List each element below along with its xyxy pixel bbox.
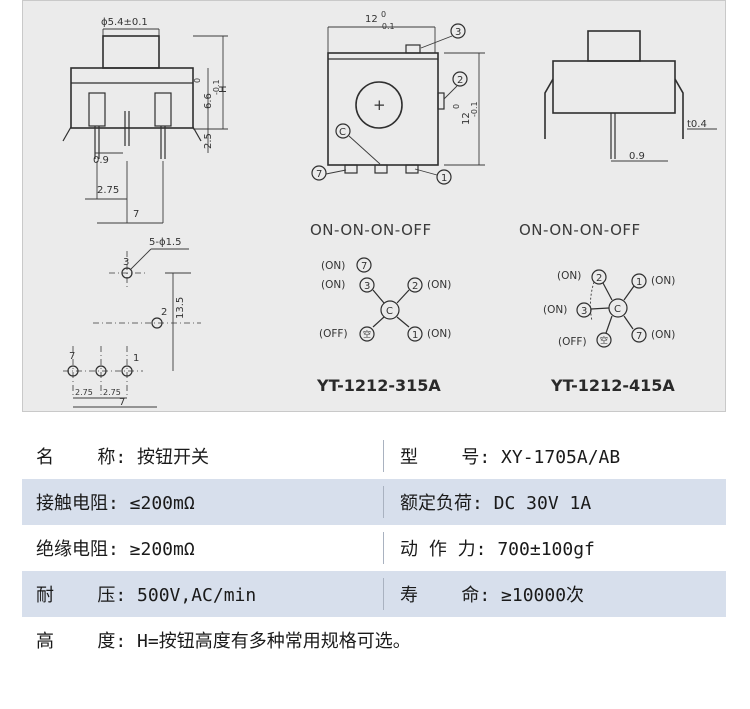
center-plus: + [373,96,386,114]
dim-25: 2.5 [203,133,214,149]
spec-row-2: 接触电阻: ≤200mΩ 额定负荷: DC 30V 1A [22,479,726,525]
top-view: 12 0 -0.1 + 3 2 C 7 1 12 [311,10,485,185]
dim-66-tol-bot: -0.1 [212,79,221,95]
label-a-off: (OFF) [319,328,348,340]
dim-275-b: 2.75 [103,388,121,397]
label-b-on1: (ON) [651,275,675,287]
node-a-2: 2 [412,281,418,292]
model-315a: YT-1212-315A [316,376,441,395]
dim-135: 13.5 [175,297,186,319]
label-a-on1: (ON) [427,328,451,340]
dim-12-side-tol-bot: -0.1 [470,101,479,117]
dim-12-side-tol-top: 0 [452,104,461,109]
row-divider [383,486,384,518]
spec-insulation-resistance: 绝缘电阻: ≥200mΩ [36,539,195,560]
dim-66: 6.6 [203,93,214,109]
mode-415a: ON-ON-ON-OFF [519,221,641,239]
spec-withstand-voltage: 耐 压: 500V,AC/min [36,585,257,606]
node-b-c: C [614,304,621,315]
label-a-on2: (ON) [427,279,451,291]
pin-label-1: 1 [133,353,139,364]
node-b-1: 1 [636,277,642,288]
spec-row-5: 高 度: H=按钮高度有多种常用规格可选。 [22,617,726,663]
hole-pattern: 5-ϕ1.5 3 2 13.5 7 1 2.75 2.75 7 [63,237,201,408]
side-view: t0.4 0.9 [544,30,717,162]
node-a-c: C [386,306,393,317]
row-divider [383,532,384,564]
dim-holes: 5-ϕ1.5 [149,237,181,248]
node-b-3: 3 [581,306,587,317]
dim-09-left: 0.9 [93,155,109,166]
dim-phi54: ϕ5.4±0.1 [101,17,148,28]
schematic-315a: ON-ON-ON-OFF (ON) 7 (ON) 3 2 (ON) C (OFF… [310,221,451,395]
mode-315a: ON-ON-ON-OFF [310,221,432,239]
label-b-on2: (ON) [557,270,581,282]
node-b-kong: 空 [600,335,608,345]
node-b-7: 7 [636,331,642,342]
spec-height: 高 度: H=按钮高度有多种常用规格可选。 [36,631,411,652]
spec-model: 型 号: XY-1705A/AB [400,447,621,468]
label-b-on7: (ON) [651,329,675,341]
pin-label-3: 3 [123,257,129,268]
node-b-2: 2 [596,273,602,284]
drawing-canvas: ϕ5.4±0.1 H 6.6 0 -0.1 2.5 0.9 [62,10,717,408]
node-a-3: 3 [364,281,370,292]
pin-label-2: 2 [161,307,167,318]
dim-12-side: 12 [461,112,472,125]
spec-row-1: 名 称: 按钮开关 型 号: XY-1705A/AB [22,433,726,479]
spec-life: 寿 命: ≥10000次 [400,585,585,606]
callout-3: 3 [455,27,461,38]
dim-275-a: 2.75 [75,388,93,397]
callout-7: 7 [316,169,322,180]
spec-name: 名 称: 按钮开关 [36,447,210,468]
dim-09-right: 0.9 [629,151,645,162]
dim-h: H [218,85,229,93]
spec-row-4: 耐 压: 500V,AC/min 寿 命: ≥10000次 [22,571,726,617]
callout-c: C [339,127,346,138]
label-a-on3: (ON) [321,279,345,291]
front-view: ϕ5.4±0.1 H 6.6 0 -0.1 2.5 0.9 [62,17,229,224]
dim-7-bottom: 7 [119,397,125,408]
dim-275-left: 2.75 [97,185,119,196]
spec-operating-force: 动 作 力: 700±100gf [400,539,595,560]
spec-rated-load: 额定负荷: DC 30V 1A [400,493,592,514]
dim-12-top: 12 [365,14,378,25]
spec-contact-resistance: 接触电阻: ≤200mΩ [36,493,195,514]
dim-7-left: 7 [133,209,139,220]
node-a-1: 1 [412,330,418,341]
label-a-on7: (ON) [321,260,345,272]
row-divider [383,578,384,610]
node-a-kong: 空 [363,329,371,339]
callout-1: 1 [441,173,447,184]
node-a-7: 7 [361,261,367,272]
dim-t04: t0.4 [687,119,707,130]
label-b-off: (OFF) [558,336,587,348]
callout-2: 2 [457,75,463,86]
dim-12-top-tol-top: 0 [381,10,386,19]
pin-label-7: 7 [69,351,75,362]
technical-drawing: ϕ5.4±0.1 H 6.6 0 -0.1 2.5 0.9 [22,0,726,412]
schematic-415a: ON-ON-ON-OFF (ON) 2 1 (ON) (ON) 3 C (OFF… [519,221,675,395]
label-b-on3: (ON) [543,304,567,316]
spec-table: 名 称: 按钮开关 型 号: XY-1705A/AB 接触电阻: ≤200mΩ … [22,433,726,663]
row-divider [383,440,384,472]
spec-row-3: 绝缘电阻: ≥200mΩ 动 作 力: 700±100gf [22,525,726,571]
dim-12-top-tol-bot: -0.1 [379,22,395,31]
dim-66-tol-top: 0 [193,78,202,83]
model-415a: YT-1212-415A [550,376,675,395]
